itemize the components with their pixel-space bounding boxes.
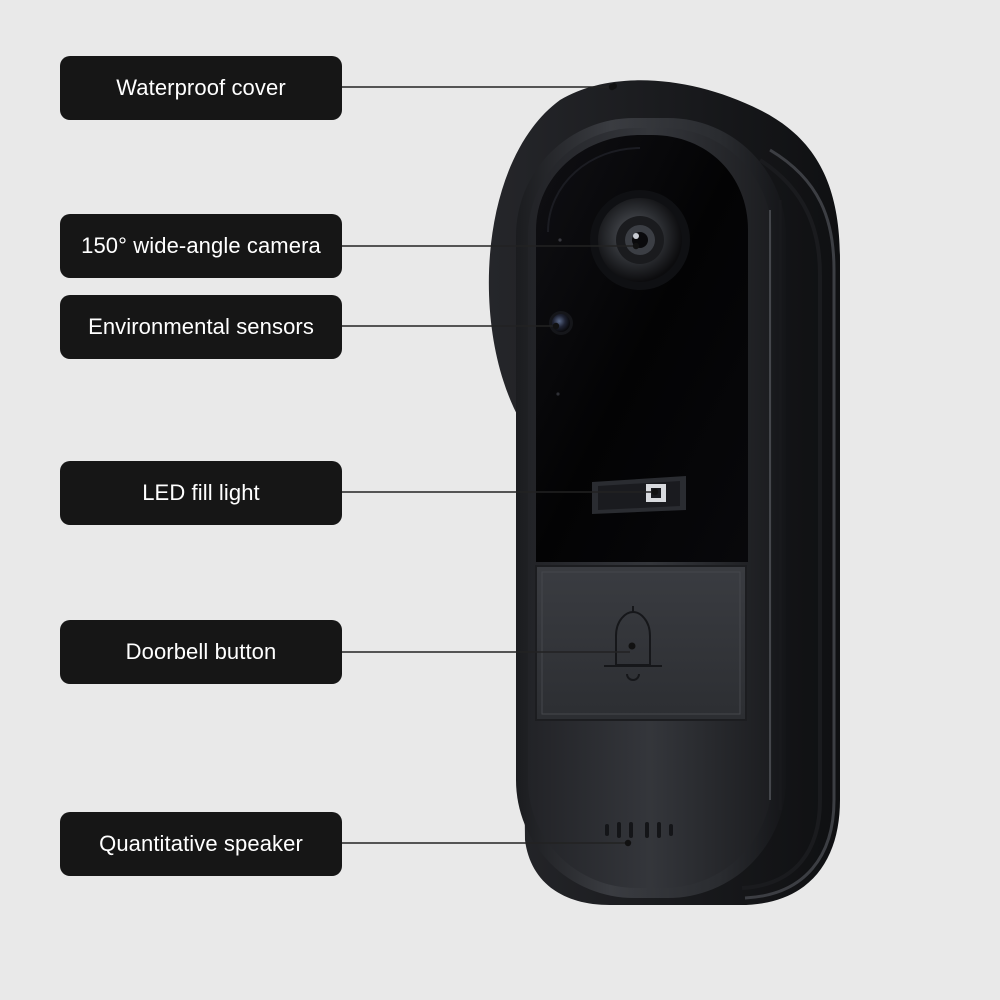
callout-doorbell-button: Doorbell button <box>60 620 342 684</box>
leader-lines <box>342 86 655 844</box>
bell-icon <box>604 606 662 681</box>
callout-led-fill-light: LED fill light <box>60 461 342 525</box>
glass-front-panel <box>536 135 748 562</box>
led-fill-light <box>592 476 686 514</box>
callout-waterproof-cover: Waterproof cover <box>60 56 342 120</box>
callout-environmental-sensors: Environmental sensors <box>60 295 342 359</box>
camera-lens <box>558 190 690 290</box>
callout-camera: 150° wide-angle camera <box>60 214 342 278</box>
callout-quantitative-speaker: Quantitative speaker <box>60 812 342 876</box>
leader-endpoints <box>552 83 659 847</box>
doorbell-button <box>535 565 747 721</box>
speaker-grille-icon <box>605 822 673 838</box>
